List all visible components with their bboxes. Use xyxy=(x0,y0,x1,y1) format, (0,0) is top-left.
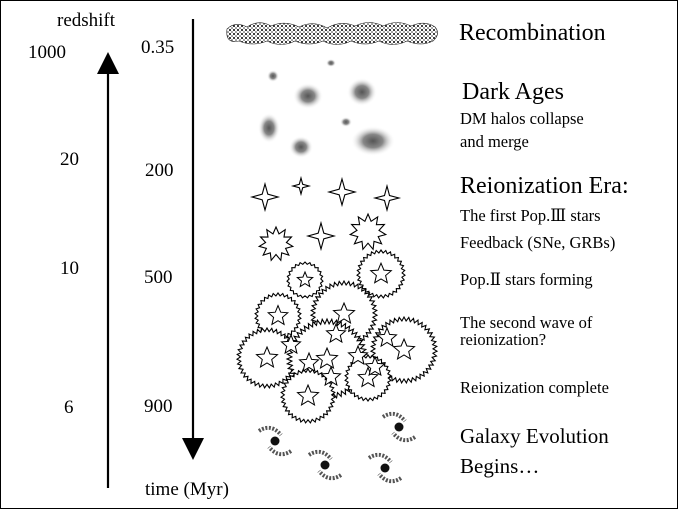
second-wave-line1: The second wave of xyxy=(460,313,593,332)
bubble-star xyxy=(347,344,369,366)
time-tick: 0.35 xyxy=(141,37,175,58)
bubble-star xyxy=(296,270,314,288)
bubble-star xyxy=(332,301,356,324)
reionization-era-title: Reionization Era: xyxy=(460,173,629,199)
dark-ages-desc-line2: and merge xyxy=(460,132,529,151)
bubble-star xyxy=(315,346,339,369)
reionization-complete-label: Reionization complete xyxy=(460,378,609,397)
bubble-star xyxy=(320,365,342,387)
galaxy-core xyxy=(394,422,404,432)
dm-halo xyxy=(340,117,352,127)
dm-halo xyxy=(293,83,323,109)
pop3-star xyxy=(290,175,312,197)
dm-halo xyxy=(267,70,279,82)
galaxy-evolution-line2: Begins… xyxy=(460,454,540,478)
redshift-axis-label: redshift xyxy=(57,10,116,31)
bubble-star xyxy=(356,366,380,388)
pop3-star xyxy=(372,183,402,213)
redshift-tick: 10 xyxy=(60,258,79,279)
spiral-arm xyxy=(367,452,393,464)
bubble-star xyxy=(325,322,347,344)
time-axis-label: time (Myr) xyxy=(145,479,229,500)
bubble-star xyxy=(376,326,398,348)
time-tick: 500 xyxy=(144,267,173,288)
pop3-star xyxy=(249,181,281,213)
dm-halo xyxy=(347,78,377,106)
galaxy-core xyxy=(380,463,390,473)
feedback-label: Feedback (SNe, GRBs) xyxy=(460,233,616,252)
redshift-tick: 1000 xyxy=(28,42,66,63)
redshift-tick: 20 xyxy=(60,149,79,170)
recombination-label: Recombination xyxy=(459,20,606,46)
pop3-star xyxy=(305,220,337,252)
spiral-galaxies xyxy=(257,411,417,484)
bubble-star xyxy=(364,355,386,377)
dm-halo xyxy=(258,113,280,143)
dark-ages-title: Dark Ages xyxy=(462,79,564,105)
reionization-bubbles xyxy=(235,249,439,424)
bubble-star xyxy=(369,261,393,284)
dark-ages-desc-line1: DM halos collapse xyxy=(460,109,584,128)
redshift-tick: 6 xyxy=(64,397,74,418)
galaxy-evolution-line1: Galaxy Evolution xyxy=(460,424,609,448)
pop3-star xyxy=(326,176,358,208)
time-tick: 200 xyxy=(145,160,174,181)
bubble-star xyxy=(280,333,302,355)
spiral-arm xyxy=(377,472,403,484)
spiral-arm xyxy=(391,431,417,443)
supernova-burst xyxy=(257,225,295,262)
dm-halo xyxy=(326,59,336,67)
galaxy-core xyxy=(320,460,330,470)
bubble-star xyxy=(266,304,290,326)
pop3-stars xyxy=(249,175,402,262)
dm-halo xyxy=(351,126,395,156)
spiral-arm xyxy=(257,425,283,437)
bubble-star xyxy=(255,345,279,368)
bubble-star xyxy=(392,337,416,360)
bubble-star xyxy=(296,383,320,406)
dm-halo xyxy=(289,136,313,158)
supernova-burst xyxy=(348,212,388,251)
spiral-arm xyxy=(317,469,343,481)
galaxy-core xyxy=(270,436,280,446)
pop2-stars-label: Pop.Ⅱ stars forming xyxy=(460,270,593,289)
first-pop3-stars-label: The first Pop.Ⅲ stars xyxy=(460,206,601,225)
second-wave-line2: reionization? xyxy=(460,330,547,349)
spiral-arm xyxy=(307,449,333,461)
time-tick: 900 xyxy=(144,396,173,417)
bubble-star xyxy=(298,351,320,373)
spiral-arm xyxy=(381,411,407,423)
spiral-arm xyxy=(267,445,293,457)
dark-matter-halos xyxy=(258,59,395,158)
recombination-band xyxy=(226,22,438,45)
